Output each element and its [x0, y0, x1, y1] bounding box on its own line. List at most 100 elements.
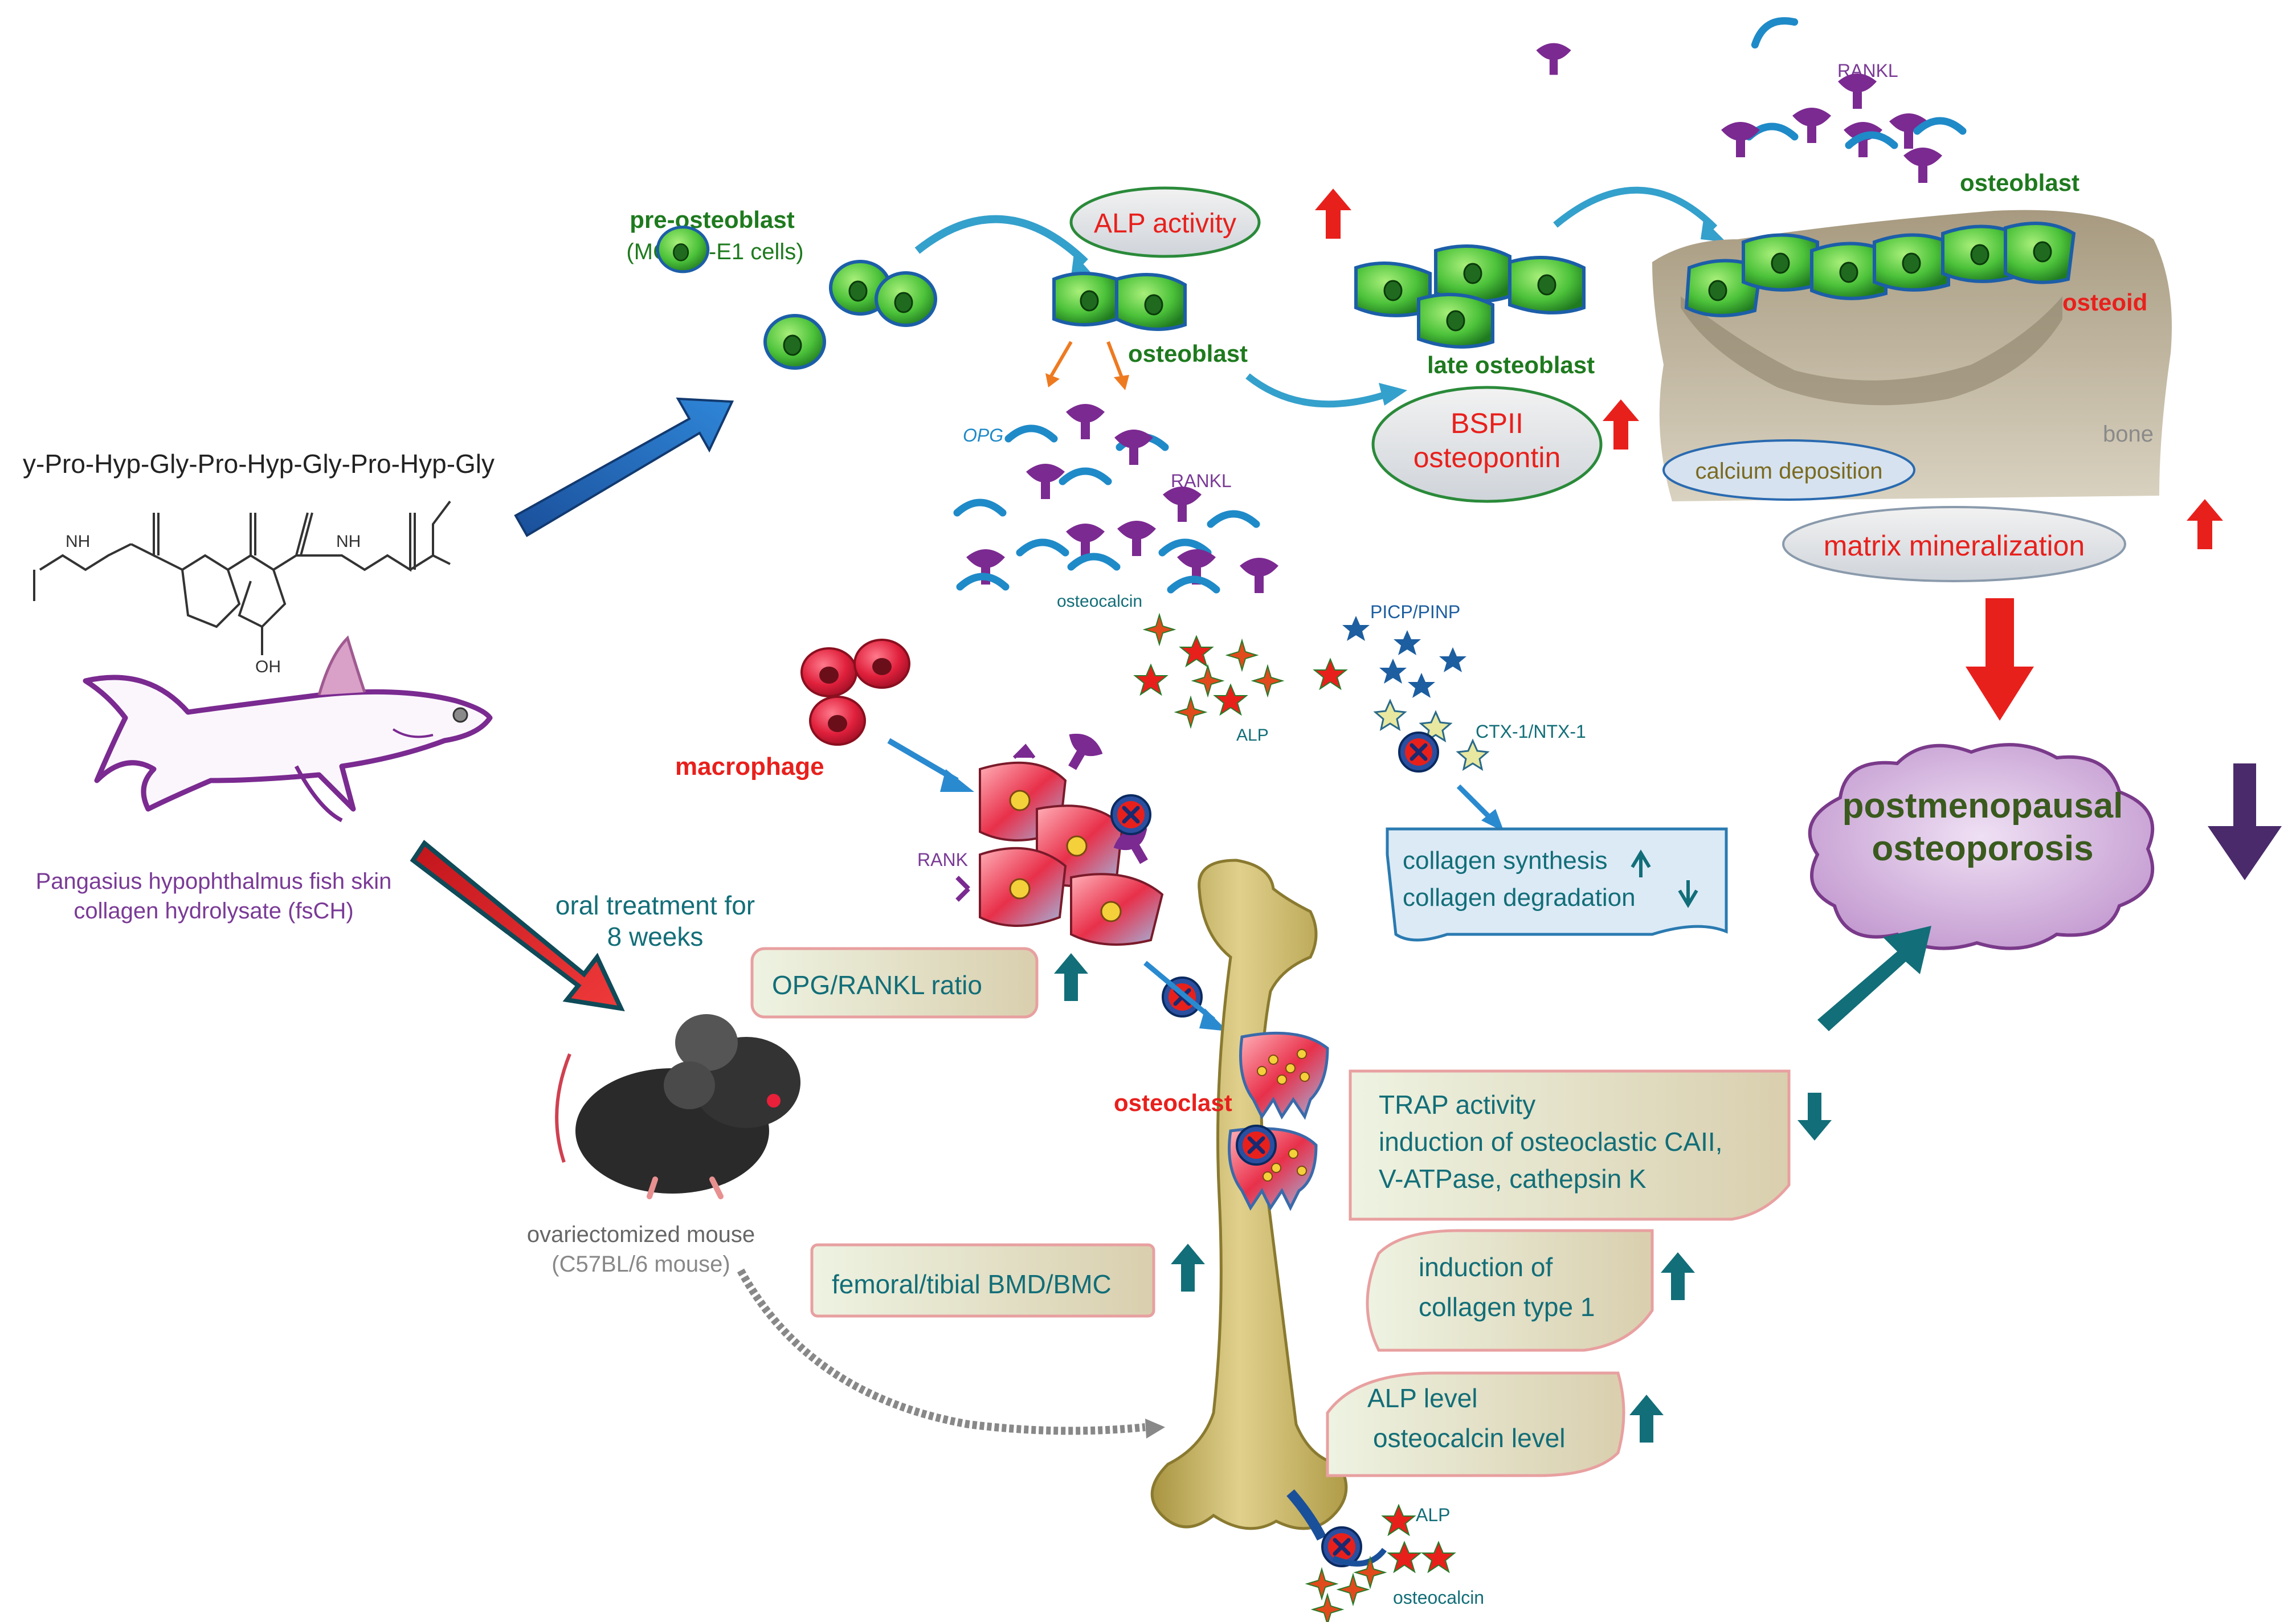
- preosteoblast-sublabel: (MC3T3-E1 cells): [626, 239, 803, 264]
- bone-block-shadow: [1681, 296, 2062, 406]
- alp-activity-pill: [1069, 186, 1261, 258]
- bmd-label: femoral/tibial BMD/BMC: [832, 1269, 1112, 1299]
- bsp-pill: [1371, 386, 1603, 503]
- bmd-up-arrow: [1171, 1244, 1205, 1292]
- peptide-structure: y-Pro-Hyp-Gly-Pro-Hyp-Gly-Pro-Hyp-Gly NH…: [23, 449, 495, 676]
- blue-treatment-arrow: [514, 397, 734, 537]
- arrowhead-macrophage-to-precursor: [940, 769, 974, 792]
- peptide-oh: OH: [255, 657, 281, 676]
- collagen-synthesis-up-arrow: [1631, 849, 1651, 877]
- postmenopausal-label: postmenopausal: [1842, 786, 2123, 826]
- arrow-pre-to-osteoblast: [914, 215, 1088, 265]
- trap-induction-label: induction of osteoclastic CAII,: [1379, 1127, 1722, 1157]
- red-down-arrow: [1966, 598, 2034, 721]
- osteoblast-mid-label: osteoblast: [1128, 340, 1248, 367]
- induction-collagen-up-arrow: [1661, 1252, 1695, 1300]
- macrophage-cells: [800, 639, 910, 746]
- bsp-label: BSPII: [1451, 407, 1523, 439]
- red-oral-arrow: [410, 840, 625, 1012]
- orange-arrowhead-2: [1114, 375, 1129, 390]
- osteoblast-mid-cells: [1052, 272, 1187, 331]
- alp-mid-label: ALP: [1236, 726, 1269, 745]
- bottom-curve: [1332, 1547, 1387, 1567]
- arrowhead-osteoblast-to-late: [1379, 383, 1407, 406]
- opg-rankl-ratio-label: OPG/RANKL ratio: [772, 970, 982, 1000]
- trap-down-arrow: [1797, 1093, 1832, 1141]
- orange-arrow-1: [1049, 341, 1073, 377]
- osteoclast-precursor-cluster: [955, 727, 1164, 946]
- late-osteoblast-label: late osteoblast: [1427, 352, 1595, 378]
- osteoid-label: osteoid: [2062, 289, 2147, 316]
- mouse-illustration: ovariectomized mouse (C57BL/6 mouse): [527, 1014, 800, 1277]
- osteoporosis-label: osteoporosis: [1872, 829, 2093, 868]
- macrophage-label: macrophage: [675, 753, 824, 781]
- bone-release-arrow: [1286, 1489, 1327, 1541]
- mouse-label-line2: (C57BL/6 mouse): [551, 1252, 730, 1277]
- peptide-nh-1: NH: [66, 532, 90, 551]
- alp-levels-box: [1326, 1371, 1625, 1477]
- induction-collagen-box: [1366, 1229, 1654, 1352]
- ctx-stars: [1373, 698, 1490, 771]
- mouse-label-line1: ovariectomized mouse: [527, 1222, 755, 1247]
- bmd-box: [810, 1243, 1155, 1318]
- alp-star-cluster: [1134, 614, 1347, 728]
- peptide-nh-2: NH: [336, 532, 361, 551]
- opg-label: OPG: [963, 425, 1003, 446]
- osteoclast-inhibit-icon: [1237, 1126, 1276, 1165]
- postmenopausal-cloud: [1808, 743, 2155, 950]
- collagen-degradation-label: collagen degradation: [1403, 884, 1636, 912]
- rankl-inhibit-icon-1: [1112, 795, 1150, 834]
- gray-return-arrow: [737, 1268, 1146, 1435]
- fish-label-line1: Pangasius hypophthalmus fish skin: [36, 869, 392, 894]
- picp-stars: [1342, 616, 1466, 698]
- ctx-ntx-label: CTX-1/NTX-1: [1476, 721, 1586, 742]
- teal-arrow-to-osteoporosis: [1817, 926, 1931, 1031]
- alp-activity-label: ALP activity: [1094, 209, 1236, 239]
- gray-return-arrowhead: [1145, 1419, 1165, 1439]
- arrow-late-to-osteoblast: [1553, 186, 1718, 231]
- trap-vatpase-label: V-ATPase, cathepsin K: [1379, 1164, 1647, 1194]
- osteoblast-lining-cells: [1684, 222, 2076, 317]
- matrix-mineralization-label: matrix mineralization: [1824, 530, 2085, 562]
- orange-arrowhead-1: [1045, 373, 1060, 387]
- osteopontin-label: osteopontin: [1413, 442, 1561, 473]
- fish-label-line2: collagen hydrolysate (fsCH): [73, 898, 353, 924]
- alp-activity-up-arrow: [1315, 189, 1351, 239]
- ctx-inhibit-icon: [1399, 733, 1438, 771]
- arrowhead-to-osteoclast: [1199, 1008, 1228, 1031]
- trap-box: [1349, 1069, 1791, 1221]
- arrow-osteoblast-to-late: [1245, 373, 1391, 408]
- rank-label: RANK: [917, 849, 968, 870]
- calcium-deposition-pill: [1662, 439, 1915, 501]
- orange-arrow-2: [1106, 341, 1124, 380]
- calcium-deposition-label: calcium deposition: [1695, 459, 1882, 484]
- osteocalcin-mid-label: osteocalcin: [1057, 592, 1142, 611]
- induction-of-label: induction of: [1419, 1252, 1553, 1282]
- osteoclast-label: osteoclast: [1114, 1089, 1232, 1116]
- osteocalcin-level-label: osteocalcin level: [1373, 1423, 1566, 1453]
- arrowhead-late-to-osteoblast: [1701, 219, 1726, 242]
- opg-rankl-cluster: [957, 404, 1278, 593]
- arrow-to-osteoclast: [1143, 961, 1215, 1022]
- collagen-synthesis-label: collagen synthesis: [1403, 847, 1608, 875]
- osteoblast-top-label: osteoblast: [1960, 169, 2080, 196]
- arrow-to-collagen-box: [1456, 784, 1495, 823]
- alp-level-label: ALP level: [1367, 1383, 1478, 1413]
- alp-levels-up-arrow: [1629, 1395, 1664, 1443]
- bsp-up-arrow: [1603, 399, 1639, 450]
- bottom-alp-label: ALP: [1416, 1505, 1450, 1525]
- osteoporosis-down-arrow: [2208, 763, 2282, 880]
- bottom-osteocalcin-stars: [1306, 1557, 1386, 1622]
- opg-rankl-ratio-up-arrow: [1054, 953, 1088, 1001]
- collagen-type-1-label: collagen type 1: [1419, 1292, 1595, 1322]
- oral-treatment-line2: 8 weeks: [607, 922, 704, 951]
- picp-pinp-label: PICP/PINP: [1370, 602, 1460, 622]
- matrix-mineralization-pill: [1782, 506, 2126, 582]
- late-osteoblast-cells: [1354, 244, 1586, 349]
- fish-illustration: Pangasius hypophthalmus fish skin collag…: [36, 635, 493, 924]
- matrix-mineralization-up-arrow: [2187, 499, 2223, 549]
- oral-treatment-line1: oral treatment for: [555, 890, 755, 920]
- collagen-degradation-down-arrow: [1678, 880, 1698, 908]
- arrowhead-to-collagen-box: [1481, 809, 1504, 832]
